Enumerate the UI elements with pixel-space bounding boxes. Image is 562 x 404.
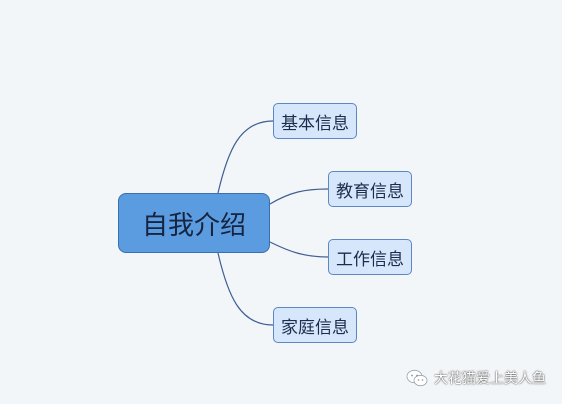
link-basic-info	[217, 120, 274, 194]
link-work-info	[269, 241, 329, 258]
root-node[interactable]: 自我介绍	[118, 193, 270, 253]
node-basic-info[interactable]: 基本信息	[273, 103, 357, 139]
link-family-info	[217, 252, 274, 326]
node-education-info[interactable]: 教育信息	[328, 171, 412, 207]
watermark: 大花猫爱上美人鱼	[406, 368, 546, 388]
wechat-icon	[406, 369, 428, 387]
node-family-info[interactable]: 家庭信息	[273, 307, 357, 343]
watermark-text: 大花猫爱上美人鱼	[434, 371, 546, 387]
node-work-info[interactable]: 工作信息	[328, 239, 412, 275]
link-education-info	[269, 188, 329, 205]
